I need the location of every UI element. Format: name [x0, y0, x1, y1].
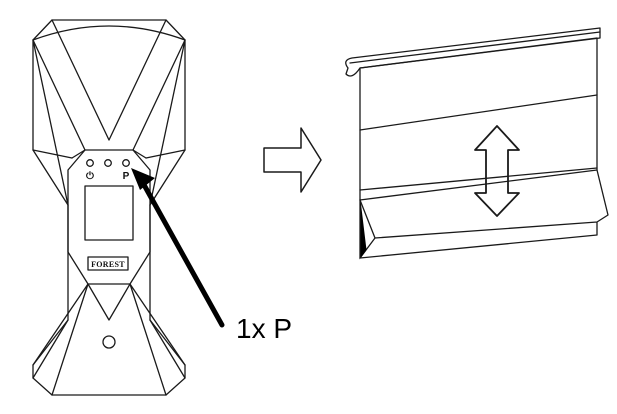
middle-led-indicator: [104, 159, 112, 167]
housing-facets: [32, 19, 186, 396]
blind-fabric: [359, 37, 598, 201]
remote-control-device: ⏻ P FOREST: [32, 19, 186, 396]
arrow-head-icon: [131, 168, 155, 190]
pointer-arrow: [131, 168, 225, 328]
device-housing: [32, 19, 186, 396]
power-led-indicator: [86, 159, 94, 167]
main-button[interactable]: [84, 185, 134, 241]
double-vertical-arrow-icon: [474, 125, 520, 217]
program-symbol: P: [123, 171, 130, 182]
control-panel: [67, 149, 151, 285]
blind-head-rail: [345, 27, 601, 77]
blind-bottom-fold: [359, 169, 609, 259]
press-instruction-label: 1x P: [236, 313, 292, 344]
mounting-hole: [102, 335, 116, 349]
pleated-blind: [345, 27, 609, 260]
brand-plate: [87, 256, 129, 271]
brand-logo: FOREST: [91, 260, 125, 269]
power-icon: ⏻: [86, 170, 94, 182]
program-led-indicator: [122, 159, 130, 167]
hollow-right-arrow-icon: [263, 127, 322, 193]
